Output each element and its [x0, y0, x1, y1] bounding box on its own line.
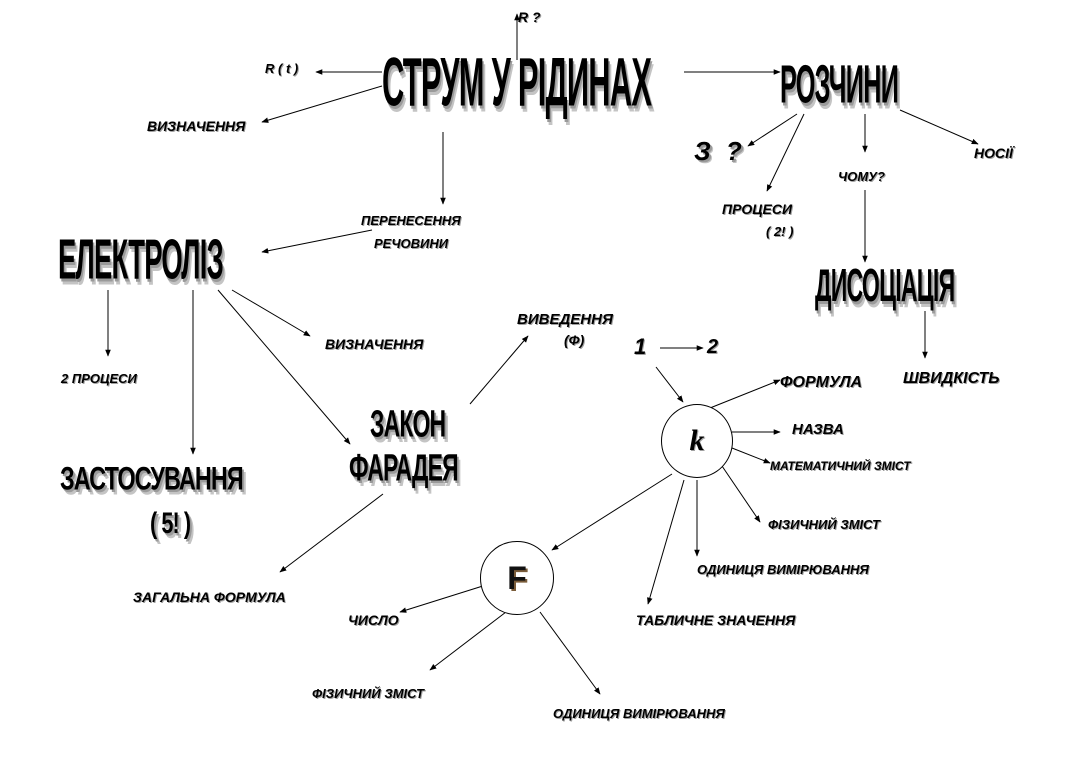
- name-label: НАЗВА: [792, 421, 844, 438]
- processes-label: ПРОЦЕСИ: [722, 201, 793, 217]
- dissociation-heading: ДИСОЦІАЦІЯ: [815, 259, 955, 312]
- unit-k-label: ОДИНИЦЯ ВИМІРЮВАННЯ: [697, 562, 869, 577]
- k-circle: k: [661, 404, 733, 478]
- r-t-label: R ( t ): [265, 61, 299, 76]
- arrow-title-to-definition: [261, 85, 383, 123]
- definition-mid-label: ВИЗНАЧЕННЯ: [325, 336, 424, 352]
- phys-content-F-label: ФІЗИЧНИЙ ЗМІСТ: [312, 686, 424, 701]
- formula-label: ФОРМУЛА: [780, 374, 863, 391]
- arrow-faraday-to-general-formula: [279, 493, 384, 573]
- processes-count-label: ( 2! ): [766, 224, 794, 239]
- definition-top-label: ВИЗНАЧЕННЯ: [147, 118, 246, 134]
- arrow-k-to-formula: [709, 379, 781, 409]
- unit-F-label: ОДИНИЦЯ ВИМІРЮВАННЯ: [553, 706, 725, 721]
- table-value-label: ТАБЛИЧНЕ ЗНАЧЕННЯ: [636, 612, 796, 628]
- arrow-k-to-table: [647, 479, 685, 605]
- r-question-label: R ?: [518, 9, 541, 25]
- arrow-k-to-math: [731, 447, 771, 464]
- faraday-law-line1: ЗАКОН: [370, 402, 446, 445]
- main-title: СТРУМ У РІДИНАХ: [382, 44, 652, 121]
- math-content-label: МАТЕМАТИЧНИЙ ЗМІСТ: [770, 459, 911, 473]
- arrow-F-to-phys: [429, 611, 507, 671]
- why-label: ЧОМУ?: [838, 169, 885, 184]
- F-symbol: F: [507, 559, 527, 596]
- z-question-label: З ?: [694, 136, 746, 166]
- speed-label: ШВИДКІСТЬ: [903, 370, 1000, 387]
- arrow-F-to-unit: [539, 611, 601, 695]
- derivation-label-line2: (Ф): [564, 332, 585, 348]
- general-formula-label: ЗАГАЛЬНА ФОРМУЛА: [133, 589, 286, 605]
- number-label: ЧИСЛО: [348, 612, 399, 628]
- carriers-label: НОСІЇ: [974, 145, 1013, 161]
- number-two-label: 2: [707, 336, 719, 358]
- k-symbol: k: [689, 424, 705, 457]
- arrow-electrolysis-to-faraday: [217, 289, 351, 445]
- electrolysis-heading: ЕЛЕКТРОЛІЗ: [58, 229, 224, 292]
- F-circle: F: [480, 541, 554, 615]
- application-heading-line2: ( 5! ): [150, 506, 191, 541]
- transfer-label-line2: РЕЧОВИНИ: [374, 236, 449, 251]
- arrow-k-to-F: [551, 473, 673, 551]
- derivation-label-line1: ВИВЕДЕННЯ: [517, 311, 613, 328]
- arrow-solutions-to-z: [747, 113, 798, 147]
- arrow-1-to-k: [655, 366, 684, 403]
- arrow-transfer-to-electrolysis: [261, 229, 373, 254]
- number-one-label: 1: [634, 334, 647, 359]
- arrow-F-to-number: [399, 584, 487, 613]
- arrow-faraday-to-derivation: [469, 335, 529, 405]
- faraday-law-line2: ФАРАДЕЯ: [349, 446, 459, 489]
- solutions-heading: РОЗЧИНИ: [780, 53, 899, 115]
- phys-content-k-label: ФІЗИЧНИЙ ЗМІСТ: [768, 517, 880, 532]
- arrow-electrolysis-to-definition: [231, 289, 311, 337]
- arrow-solutions-to-processes: [766, 113, 805, 192]
- transfer-label-line1: ПЕРЕНЕСЕННЯ: [361, 213, 461, 228]
- arrow-solutions-to-carriers: [899, 109, 979, 145]
- two-processes-label: 2 ПРОЦЕСИ: [61, 371, 137, 386]
- application-heading-line1: ЗАСТОСУВАННЯ: [60, 459, 244, 497]
- arrow-k-to-phys: [721, 465, 761, 523]
